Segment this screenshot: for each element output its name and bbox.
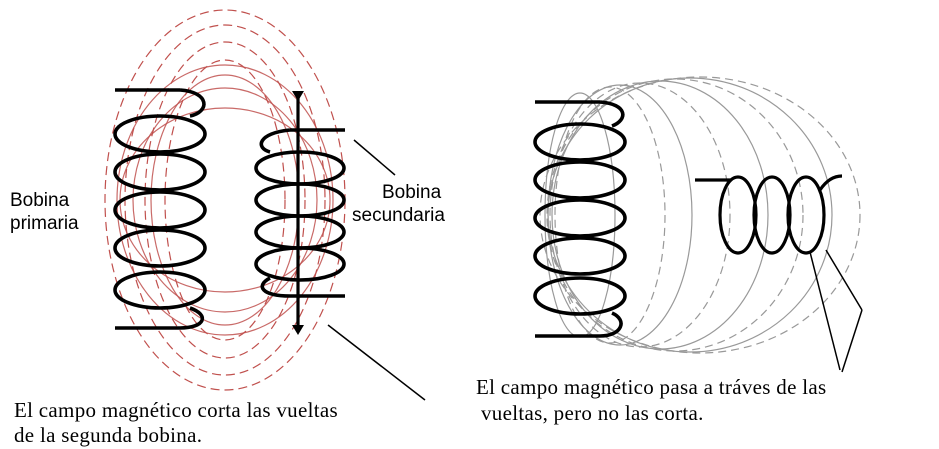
primary-coil-label-line2: primaria [10, 213, 79, 234]
right-caption-line1: El campo magnético pasa a tráves de las [476, 375, 827, 399]
caption-leader-right-1 [809, 251, 841, 371]
secondary-coil-right [695, 174, 843, 255]
caption-leader-right-3 [841, 309, 863, 373]
secondary-coil-label-line1: Bobina [382, 182, 442, 203]
primary-coil-label-line1: Bobina [10, 190, 70, 211]
magnetic-field-lines-cutting [104, 9, 346, 391]
primary-coil [113, 88, 207, 330]
left-figure [104, 9, 426, 401]
left-caption-line1: El campo magnético corta las vueltas [14, 398, 338, 422]
caption-leader-left [327, 324, 426, 401]
right-caption-line2: vueltas, pero no las corta. [481, 401, 704, 425]
secondary-coil-label-line2: secundaria [352, 205, 445, 226]
right-figure [533, 76, 863, 373]
secondary-coil [254, 128, 346, 298]
caption-leader-right-2 [825, 249, 863, 311]
magnetic-field-lines-passing [539, 76, 861, 354]
secondary-label-leader [353, 139, 396, 176]
left-caption-line2: de la segunda bobina. [14, 423, 203, 447]
primary-coil-right [533, 100, 627, 338]
